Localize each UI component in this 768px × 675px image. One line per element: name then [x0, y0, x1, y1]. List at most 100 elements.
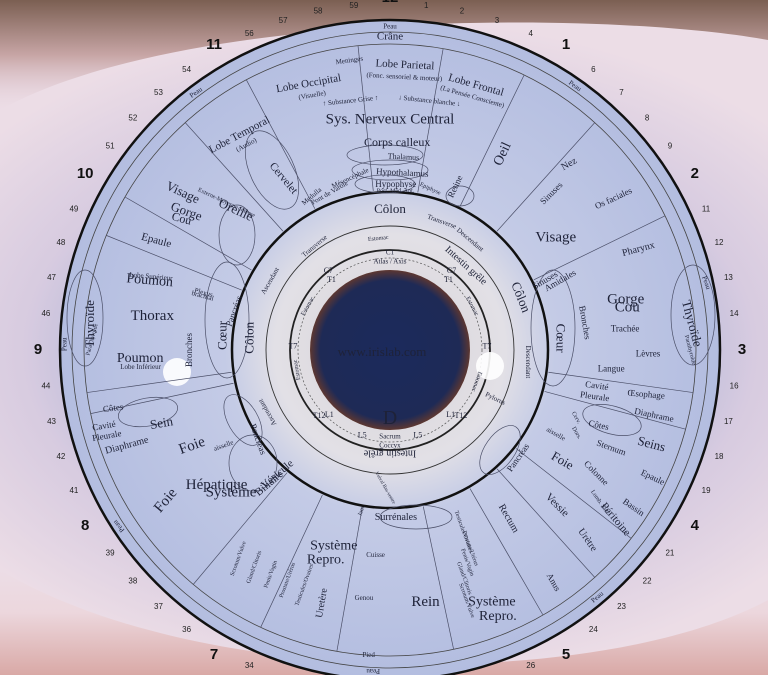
zone-label: Thalamus: [388, 152, 420, 163]
zone-label: Lobe Supérieur: [129, 271, 174, 283]
zone-label: Thyroïde: [82, 300, 97, 348]
spine-label: L5: [413, 430, 422, 439]
minute-tick-label: 12: [715, 238, 724, 247]
clock-hour-label: 12: [382, 0, 399, 6]
zone-label: Visage: [535, 230, 576, 246]
zone-label: Cerv.: [570, 411, 582, 425]
minute-tick-label: 52: [128, 114, 137, 123]
zone-label: Seins: [636, 433, 667, 455]
zone-label: Côtes: [102, 401, 124, 414]
zone-label: Lobe Inférieur: [120, 363, 161, 371]
zone-label: Peau: [383, 23, 397, 31]
zone-label: Uretère: [314, 587, 330, 619]
minute-tick-label: 44: [41, 381, 50, 390]
clock-labels: 1212345789101112346789111213141617181921…: [34, 0, 746, 670]
zone-label: Cœur: [554, 324, 569, 354]
minute-tick-label: 21: [665, 548, 674, 557]
zone-label: Système: [206, 485, 257, 501]
minute-tick-label: 16: [730, 381, 739, 390]
zone-label: Repro.: [479, 609, 517, 624]
zone-label: Cou: [170, 209, 193, 228]
clock-hour-label: 8: [81, 517, 89, 534]
minute-tick-label: 18: [715, 452, 724, 461]
eye-side-label: D: [383, 407, 397, 429]
stomach-ring: [289, 249, 491, 451]
zone-label: Surrénales: [375, 512, 417, 523]
minute-tick-label: 17: [724, 417, 733, 426]
spine-label: L5: [358, 430, 367, 439]
minute-tick-label: 56: [245, 29, 254, 38]
minute-tick-label: 24: [589, 625, 598, 634]
minute-tick-label: 6: [591, 65, 596, 74]
zone-label: Hypophyse: [375, 179, 416, 189]
minute-tick-label: 36: [182, 625, 191, 634]
minute-tick-label: 7: [619, 88, 624, 97]
zone-label: Œsophage: [627, 388, 665, 401]
spine-label: L1: [325, 410, 334, 419]
minute-tick-label: 37: [154, 602, 163, 611]
light-reflection-right: [476, 352, 504, 380]
zone-label: Lobe Parietal: [375, 57, 435, 72]
minute-tick-label: 3: [495, 16, 500, 25]
pupil: [310, 270, 470, 430]
zone-label: Genou: [355, 594, 374, 602]
minute-tick-label: 11: [702, 204, 711, 213]
zone-label: Côtes: [588, 418, 611, 432]
watermark-text: www.irislab.com: [338, 344, 427, 359]
zone-label: Système: [310, 538, 357, 553]
zone-label: Meninges: [335, 54, 364, 66]
zone-label: Poumon: [126, 271, 174, 290]
minute-tick-label: 4: [529, 29, 534, 38]
colon-ring: [265, 225, 515, 475]
zone-label: Sein: [149, 413, 175, 432]
zone-label: Cavité: [585, 379, 610, 392]
minute-tick-label: 51: [106, 142, 115, 151]
zone-label: Lèvres: [636, 349, 661, 359]
spine-label: T7: [482, 341, 491, 350]
minute-tick-label: 1: [424, 1, 429, 10]
sector-dividers: [86, 45, 694, 652]
minute-tick-label: 23: [617, 602, 626, 611]
skin-ring: [71, 31, 709, 669]
minute-tick-label: 59: [349, 1, 358, 10]
zone-label: Langue: [598, 363, 625, 373]
zone-label: Thorax: [131, 308, 175, 324]
minute-tick-label: 13: [724, 273, 733, 282]
digestive-zone-label: Estomac: [293, 359, 303, 381]
digestive-zone-label: Estomac: [368, 235, 390, 243]
spine-label: L1: [446, 410, 455, 419]
zone-label: Trachée: [611, 323, 640, 333]
clock-hour-label: 10: [77, 165, 94, 182]
minute-tick-label: 9: [668, 142, 673, 151]
minute-tick-label: 46: [41, 309, 50, 318]
zone-label: Système: [468, 594, 515, 609]
spine-label: C7: [447, 266, 456, 275]
minute-tick-label: 34: [245, 661, 254, 670]
spine-label: T1: [327, 275, 336, 284]
digestive-zone-label: Descendant: [524, 346, 532, 379]
zone-label: Crâne: [377, 31, 403, 43]
zone-label: Pied: [362, 651, 375, 659]
digestive-zone-label: Côlon: [241, 321, 256, 353]
minute-tick-label: 41: [69, 486, 78, 495]
spine-label: T12: [313, 411, 326, 420]
zone-label: Bronches: [184, 333, 194, 367]
clock-hour-label: 11: [206, 36, 222, 53]
minute-tick-label: 57: [279, 16, 288, 25]
spine-label: Sacrum: [379, 433, 401, 441]
zone-label: Cavité: [91, 419, 116, 433]
zone-label: Hépatique: [186, 477, 248, 493]
clock-hour-label: 3: [738, 341, 746, 358]
clock-hour-label: 4: [691, 517, 700, 534]
spine-label: T1: [444, 275, 453, 284]
outer-ring: [58, 18, 722, 675]
zone-label: Gorge: [607, 291, 645, 307]
minute-tick-label: 19: [702, 486, 711, 495]
minute-tick-label: 58: [314, 7, 323, 16]
zone-label: Repro.: [307, 553, 345, 568]
minute-tick-label: 38: [128, 577, 137, 586]
spine-label: C1: [386, 249, 395, 257]
zone-label: Cou: [615, 300, 641, 316]
collarette-ring: [230, 190, 550, 510]
